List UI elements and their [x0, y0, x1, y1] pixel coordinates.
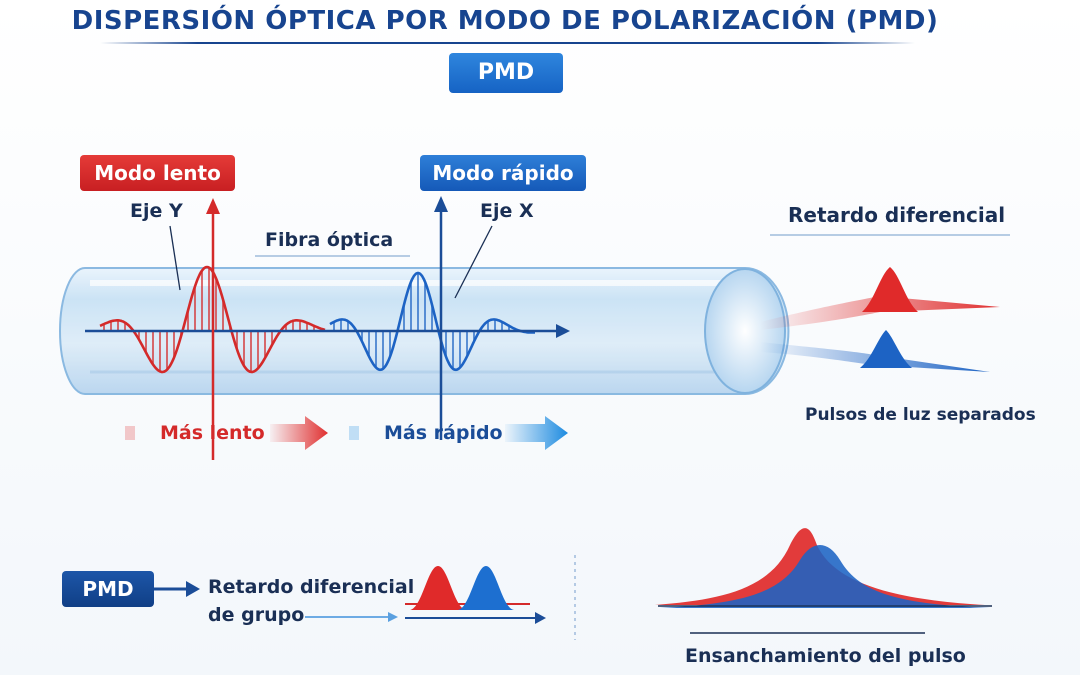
fiber-label: Fibra óptica — [265, 229, 394, 251]
pmd-bottom-badge: PMD — [62, 571, 154, 607]
eje-y-label: Eje Y — [130, 200, 183, 222]
fast-mode-wave — [329, 271, 535, 372]
fast-speed-arrow — [349, 416, 568, 450]
propagation-arrowhead — [556, 324, 570, 338]
slow-mode-badge: Modo lento — [80, 155, 235, 191]
faster-label: Más rápido — [384, 422, 503, 444]
group-delay-arrow — [305, 612, 398, 622]
eje-x-label: Eje X — [480, 200, 534, 222]
eje-y-leader — [169, 225, 181, 291]
y-axis-arrow — [206, 198, 220, 460]
pmd-badge: PMD — [449, 53, 563, 93]
page-title: DISPERSIÓN ÓPTICA POR MODO DE POLARIZACI… — [71, 6, 939, 36]
wave-curve — [329, 271, 535, 372]
pmd-definition-arrow — [154, 581, 200, 597]
eje-x-leader — [454, 225, 493, 299]
title-underline — [100, 42, 915, 44]
definition-line1: Retardo diferencial — [208, 576, 415, 598]
separated-pulses-label: Pulsos de luz separados — [805, 405, 1036, 425]
broadening-label: Ensanchamiento del pulso — [685, 645, 966, 667]
separated-pulses-graphic — [760, 267, 1000, 372]
x-axis-arrow — [434, 196, 448, 440]
fast-mode-badge: Modo rápido — [420, 155, 586, 191]
pulse-broadening-graphic — [655, 528, 992, 634]
group-delay-pulses — [405, 566, 546, 624]
differential-delay-label: Retardo diferencial — [788, 203, 1006, 227]
definition-line2: de grupo — [208, 604, 305, 626]
slower-label: Más lento — [160, 422, 265, 444]
slow-speed-arrow — [125, 416, 328, 450]
